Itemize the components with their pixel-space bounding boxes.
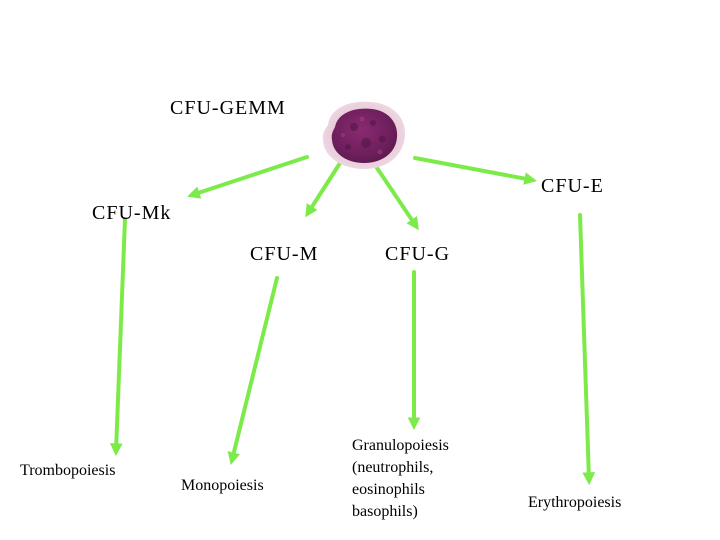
granulopoiesis-line-2: (neutrophils, bbox=[352, 459, 434, 476]
node-label-cfu-mk: CFU-Mk bbox=[92, 202, 172, 224]
granulopoiesis-line-3: eosinophils bbox=[352, 481, 425, 498]
arrow-gemm-to-mk bbox=[187, 155, 309, 199]
arrow-mk-to-trombopoiesis bbox=[109, 217, 127, 457]
node-label-cfu-g: CFU-G bbox=[385, 243, 451, 265]
outcome-trombopoiesis: Trombopoiesis bbox=[20, 462, 116, 479]
outcome-monopoiesis: Monopoiesis bbox=[181, 477, 264, 494]
root-label-cfu-gemm: CFU-GEMM bbox=[170, 97, 286, 119]
arrow-e-to-erythropoiesis bbox=[578, 213, 596, 486]
granulopoiesis-line-4: basophils) bbox=[352, 503, 418, 520]
arrow-gemm-to-e bbox=[413, 156, 538, 185]
arrow-gemm-to-g bbox=[373, 163, 419, 231]
arrow-m-to-monopoiesis bbox=[227, 276, 279, 465]
outcome-granulopoiesis: Granulopoiesis (neutrophils, eosinophils… bbox=[352, 435, 449, 523]
node-label-cfu-e: CFU-E bbox=[541, 175, 604, 197]
node-label-cfu-m: CFU-M bbox=[250, 243, 319, 265]
arrow-gemm-to-m bbox=[305, 158, 344, 218]
granulopoiesis-line-1: Granulopoiesis bbox=[352, 437, 449, 454]
stem-cell-image bbox=[322, 101, 406, 169]
outcome-erythropoiesis: Erythropoiesis bbox=[528, 494, 622, 511]
